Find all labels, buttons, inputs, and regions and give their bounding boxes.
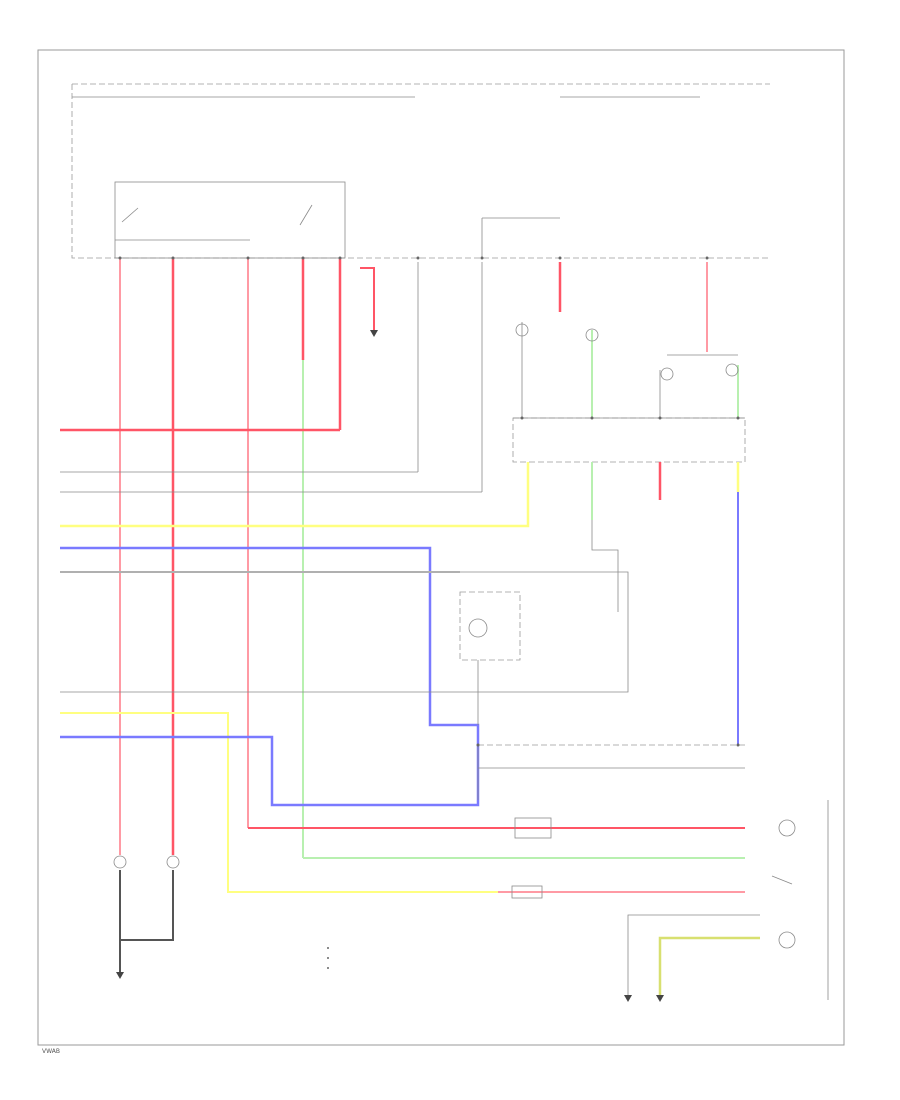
h-wire-yellow bbox=[60, 462, 530, 528]
connector-dots bbox=[118, 256, 740, 747]
lamp-icon-r2 bbox=[585, 328, 599, 342]
wire-red-6 bbox=[360, 267, 375, 330]
legend-dot-1 bbox=[327, 947, 329, 949]
lamp-icon-r3 bbox=[660, 367, 674, 381]
ground-symbol-bottom-2 bbox=[656, 995, 664, 1002]
h-wire-gray-4 bbox=[60, 571, 629, 693]
switch-box bbox=[114, 181, 346, 259]
connector-box-right bbox=[512, 417, 746, 463]
ground-symbol-bottom-1 bbox=[624, 995, 632, 1002]
h-wire-blue-2 bbox=[60, 735, 480, 807]
corner-label: VWAB bbox=[42, 1048, 60, 1055]
center-module-box bbox=[459, 591, 521, 661]
illumination-icon bbox=[778, 931, 796, 949]
wire-gray-illum bbox=[627, 914, 760, 995]
wire-gray-r8 bbox=[591, 520, 619, 612]
ground-symbol-top bbox=[370, 330, 378, 337]
diagram-frame bbox=[37, 49, 845, 1046]
switch-contact-2 bbox=[299, 204, 313, 226]
resistor-box bbox=[511, 885, 543, 899]
lamp-icon-bl2 bbox=[166, 855, 180, 869]
legend-dot-2 bbox=[327, 957, 329, 959]
center-motor-icon bbox=[468, 618, 488, 638]
switch-bottom-right bbox=[771, 875, 793, 885]
module-outline bbox=[71, 84, 770, 259]
wire-dark-bottom bbox=[119, 870, 174, 941]
lamp-icon-r4 bbox=[725, 363, 739, 377]
sensor-icon bbox=[778, 819, 796, 837]
wire-yellow-green-illum bbox=[658, 936, 760, 995]
switch-contact-1 bbox=[121, 207, 139, 223]
lamp-icon-r1 bbox=[515, 323, 529, 337]
ground-symbol-bl bbox=[116, 972, 124, 979]
h-wire-blue bbox=[60, 546, 480, 745]
legend-dot-3 bbox=[327, 967, 329, 969]
lamp-icon-bl1 bbox=[113, 855, 127, 869]
relay-box bbox=[514, 817, 552, 839]
h-wire-yellow-2 bbox=[60, 712, 498, 893]
